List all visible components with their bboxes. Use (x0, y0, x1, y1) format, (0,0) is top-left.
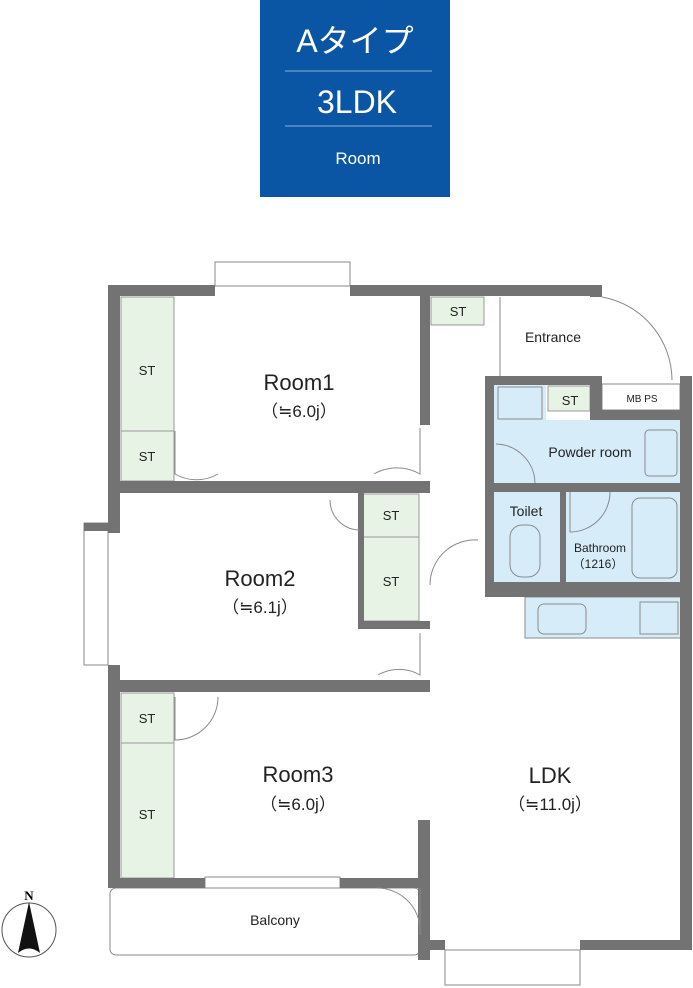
storage-label: ST (139, 363, 156, 378)
bathroom-label: Bathroom (574, 541, 626, 555)
ldk-name: LDK (529, 763, 572, 788)
room2-name: Room2 (225, 566, 296, 591)
doors (174, 296, 673, 936)
storage-label: ST (139, 807, 156, 822)
mbps-label: MB PS (626, 394, 657, 405)
storage-label: ST (383, 574, 400, 589)
powder-storage (547, 385, 591, 412)
washing-machine-area (494, 385, 546, 421)
room3-storage (120, 742, 175, 879)
storage-label: ST (562, 393, 579, 408)
room3-name: Room3 (263, 762, 334, 787)
room2-storage-small (361, 493, 420, 538)
room-labels: Room1 （≒6.0j） Room2 （≒6.1j） Room3 （≒6.0j… (139, 304, 658, 928)
north-compass: N (1, 888, 57, 958)
walls (84, 285, 692, 960)
entrance-label: Entrance (525, 329, 581, 345)
kitchen-counter (524, 596, 682, 639)
room3-storage-small (120, 692, 175, 744)
room3-area: （≒6.0j） (260, 795, 336, 814)
entrance-storage (430, 296, 485, 326)
toilet (494, 492, 560, 582)
room2-area: （≒6.1j） (222, 598, 298, 617)
storage-label: ST (139, 711, 156, 726)
bathroom-size: （1216） (573, 557, 624, 571)
fixtures (497, 386, 679, 635)
bathroom (566, 492, 680, 582)
room1-storage (120, 296, 175, 432)
storage-label: ST (450, 304, 467, 319)
storage-label: ST (139, 449, 156, 464)
north-label: N (24, 888, 34, 903)
subtitle-label: Room (335, 149, 380, 168)
ldk-area: （≒11.0j） (508, 795, 592, 814)
room2-storage (361, 536, 420, 622)
toilet-label: Toilet (510, 503, 543, 519)
room1-name: Room1 (264, 370, 335, 395)
room1-area: （≒6.0j） (261, 402, 337, 421)
powder-room-label: Powder room (548, 444, 631, 460)
type-header: Aタイプ 3LDK Room (260, 0, 450, 197)
room1-storage-small (120, 430, 175, 482)
layout-label: 3LDK (317, 84, 397, 120)
storage-label: ST (383, 508, 400, 523)
type-label: Aタイプ (296, 23, 413, 59)
balcony-label: Balcony (250, 912, 300, 928)
